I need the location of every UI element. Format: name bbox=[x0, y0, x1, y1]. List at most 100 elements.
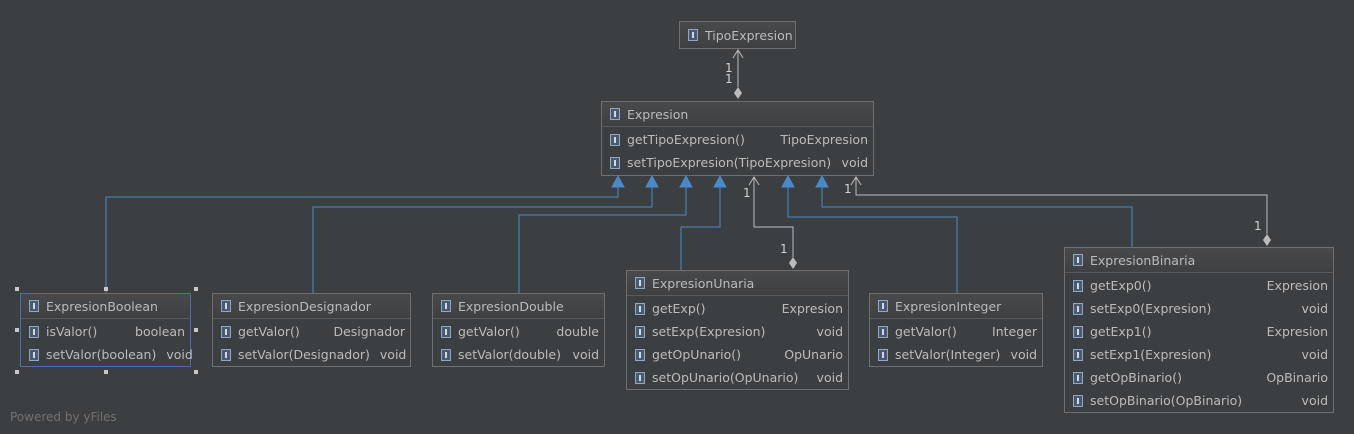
class-node-expresiondouble[interactable]: ExpresionDouble getValor()double setValo… bbox=[432, 293, 605, 367]
method-icon bbox=[610, 133, 620, 146]
method-type: void bbox=[841, 155, 868, 170]
method-type: Expresion bbox=[1266, 278, 1328, 293]
method-row[interactable]: setValor(boolean)void bbox=[21, 343, 193, 366]
method-row[interactable]: getExp0()Expresion bbox=[1065, 274, 1333, 297]
method-row[interactable]: setExp(Expresion)void bbox=[627, 320, 848, 343]
class-node-expresionboolean[interactable]: ExpresionBoolean isValor()boolean setVal… bbox=[20, 293, 193, 367]
class-node-expresion[interactable]: Expresion getTipoExpresion()TipoExpresio… bbox=[601, 101, 874, 176]
method-row[interactable]: setValor(double)void bbox=[433, 343, 604, 366]
method-name: setValor(Integer) bbox=[895, 347, 1001, 362]
class-header: ExpresionBoolean bbox=[21, 294, 190, 319]
method-icon bbox=[635, 325, 645, 338]
selection-handle[interactable] bbox=[15, 287, 19, 291]
method-row[interactable]: getExp() Expresion bbox=[627, 297, 848, 320]
method-type: void bbox=[1301, 347, 1328, 362]
method-icon bbox=[29, 325, 39, 338]
method-row[interactable]: getOpUnario()OpUnario bbox=[627, 343, 848, 366]
selection-handle[interactable] bbox=[194, 370, 198, 374]
composition-diamond bbox=[1263, 234, 1271, 246]
class-node-expresionunaria[interactable]: ExpresionUnaria getExp()Expresion setExp… bbox=[626, 270, 849, 390]
method-type: Expresion bbox=[1266, 324, 1328, 339]
method-row[interactable]: setOpBinario(OpBinario)void bbox=[1065, 389, 1333, 412]
method-row[interactable]: setTipoExpresion(TipoExpresion)void bbox=[602, 151, 873, 174]
method-type: void bbox=[816, 324, 843, 339]
selection-handle[interactable] bbox=[15, 370, 19, 374]
method-name: setExp1(Expresion) bbox=[1090, 347, 1212, 362]
method-icon bbox=[441, 348, 451, 361]
method-name: setExp0(Expresion) bbox=[1090, 301, 1212, 316]
method-row[interactable]: isValor()boolean bbox=[21, 320, 190, 343]
method-row[interactable]: getValor()double bbox=[433, 320, 604, 343]
multiplicity-label: 1 bbox=[844, 182, 852, 196]
class-header: TipoExpresion bbox=[680, 22, 795, 48]
class-name: ExpresionBinaria bbox=[1090, 252, 1196, 268]
inheritance-arrowhead bbox=[815, 174, 829, 188]
method-row[interactable]: getTipoExpresion()TipoExpresion bbox=[602, 128, 873, 151]
method-row[interactable]: setExp0(Expresion) void bbox=[1065, 297, 1333, 320]
method-row[interactable]: setValor(Integer)void bbox=[870, 343, 1042, 366]
class-node-tipoexpresion[interactable]: TipoExpresion bbox=[679, 21, 796, 49]
selection-handle[interactable] bbox=[104, 370, 108, 374]
class-name: ExpresionDouble bbox=[458, 298, 564, 314]
method-icon bbox=[29, 348, 39, 361]
method-name: setValor(Designador) bbox=[238, 347, 370, 362]
class-icon bbox=[1073, 254, 1083, 266]
class-node-expresioninteger[interactable]: ExpresionInteger getValor() Integer setVa… bbox=[869, 293, 1043, 367]
method-row[interactable]: getOpBinario()OpBinario bbox=[1065, 366, 1333, 389]
class-name: ExpresionBoolean bbox=[46, 298, 158, 314]
selection-handle[interactable] bbox=[15, 328, 19, 332]
method-icon bbox=[1073, 302, 1083, 315]
composition-diamond bbox=[789, 257, 797, 269]
class-name: Expresion bbox=[627, 106, 689, 122]
multiplicity-label: 1 bbox=[743, 186, 751, 200]
method-icon bbox=[635, 371, 645, 384]
method-row[interactable]: setValor(Designador) void bbox=[213, 343, 410, 366]
class-node-expresionbinaria[interactable]: ExpresionBinaria getExp0()Expresion setE… bbox=[1064, 247, 1334, 413]
class-icon bbox=[610, 108, 620, 120]
inheritance-edge bbox=[105, 187, 619, 293]
class-node-expresiondesignador[interactable]: ExpresionDesignador getValor()Designador… bbox=[212, 293, 411, 367]
method-name: getExp() bbox=[652, 301, 706, 316]
multiplicity-label: 1 bbox=[1254, 219, 1262, 233]
method-type: Integer bbox=[992, 324, 1037, 339]
method-name: setOpBinario(OpBinario) bbox=[1090, 393, 1243, 408]
method-row[interactable]: setOpUnario(OpUnario)void bbox=[627, 366, 848, 389]
method-type: void bbox=[1301, 301, 1328, 316]
inheritance-arrowhead bbox=[713, 174, 727, 188]
method-type: OpUnario bbox=[784, 347, 843, 362]
method-type: Expresion bbox=[781, 301, 843, 316]
inheritance-edge bbox=[518, 187, 687, 293]
multiplicity-label: 1 bbox=[725, 61, 733, 75]
method-name: isValor() bbox=[46, 324, 98, 339]
class-name: TipoExpresion bbox=[705, 27, 793, 43]
method-name: getOpBinario() bbox=[1090, 370, 1182, 385]
multiplicity-label: 1 bbox=[725, 72, 733, 86]
class-name: ExpresionInteger bbox=[895, 298, 1002, 314]
method-icon bbox=[441, 325, 451, 338]
class-header: ExpresionDouble bbox=[433, 294, 604, 319]
inheritance-edge bbox=[821, 187, 1133, 247]
selection-handle[interactable] bbox=[194, 328, 198, 332]
selection-handle[interactable] bbox=[104, 287, 108, 291]
method-name: getValor() bbox=[895, 324, 957, 339]
method-row[interactable]: getValor() Integer bbox=[870, 320, 1042, 343]
method-type: void bbox=[379, 347, 407, 362]
class-icon bbox=[635, 277, 645, 289]
association-arrowhead bbox=[748, 176, 760, 186]
method-name: getTipoExpresion() bbox=[627, 132, 745, 147]
method-name: setOpUnario(OpUnario) bbox=[652, 370, 799, 385]
method-row[interactable]: getExp1()Expresion bbox=[1065, 320, 1333, 343]
method-row[interactable]: getValor()Designador bbox=[213, 320, 410, 343]
method-type: void bbox=[166, 347, 193, 362]
method-icon bbox=[635, 302, 645, 315]
association-arrowhead bbox=[850, 176, 862, 186]
method-type: Designador bbox=[333, 324, 405, 339]
multiplicity-label: 1 bbox=[780, 242, 788, 256]
method-icon bbox=[221, 325, 231, 338]
method-icon bbox=[878, 325, 888, 338]
class-header: ExpresionBinaria bbox=[1065, 248, 1333, 273]
selection-handle[interactable] bbox=[194, 287, 198, 291]
class-header: Expresion bbox=[602, 102, 873, 127]
method-row[interactable]: setExp1(Expresion) void bbox=[1065, 343, 1333, 366]
